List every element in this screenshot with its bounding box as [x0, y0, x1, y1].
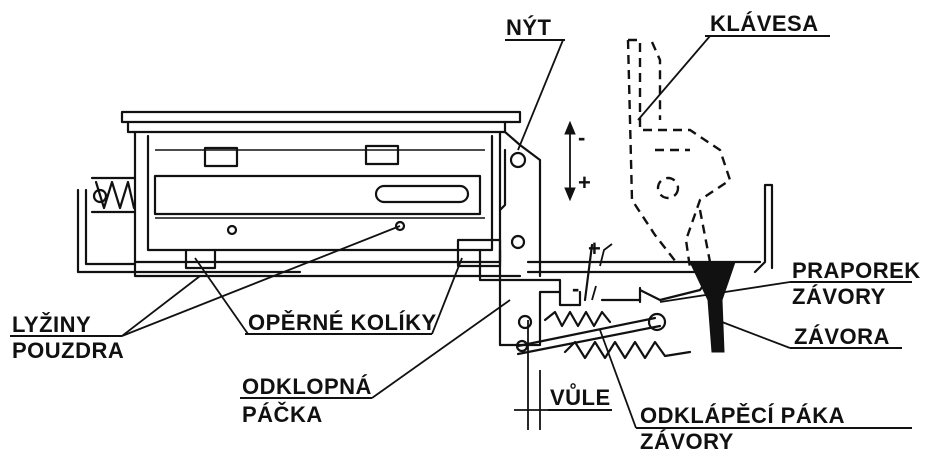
labels: NÝT KLÁVESA PRAPOREK ZÁVORY ZÁVORA LYŽIN… [12, 11, 921, 454]
label-nyt: NÝT [506, 15, 552, 40]
label-odklopna-1: ODKLOPNÁ [242, 374, 372, 399]
label-vule: VŮLE [550, 382, 611, 410]
sign-minus-top: - [578, 125, 586, 150]
label-klavesa: KLÁVESA [710, 11, 819, 36]
sign-minus-mid: - [572, 276, 580, 301]
leader-lines [10, 35, 912, 430]
label-zavora: ZÁVORA [794, 324, 890, 349]
label-operne-koliky: OPĚRNÉ KOLÍKY [248, 310, 437, 335]
label-odklapeci-1: ODKLÁPĚCÍ PÁKA [640, 403, 845, 428]
lever-drawing [498, 183, 774, 360]
sign-plus-mid: + [588, 236, 601, 261]
label-praporek-2: ZÁVORY [792, 284, 886, 309]
label-odklopna-2: PÁČKA [242, 402, 323, 427]
sign-plus-top: + [578, 170, 591, 195]
label-lyziny-2: POUZDRA [12, 338, 124, 363]
housing-drawing [76, 110, 542, 282]
label-odklapeci-2: ZÁVORY [640, 429, 734, 454]
label-lyziny-1: LYŽINY [12, 312, 91, 337]
label-praporek-1: PRAPOREK [792, 258, 921, 283]
key-drawing [626, 38, 732, 269]
